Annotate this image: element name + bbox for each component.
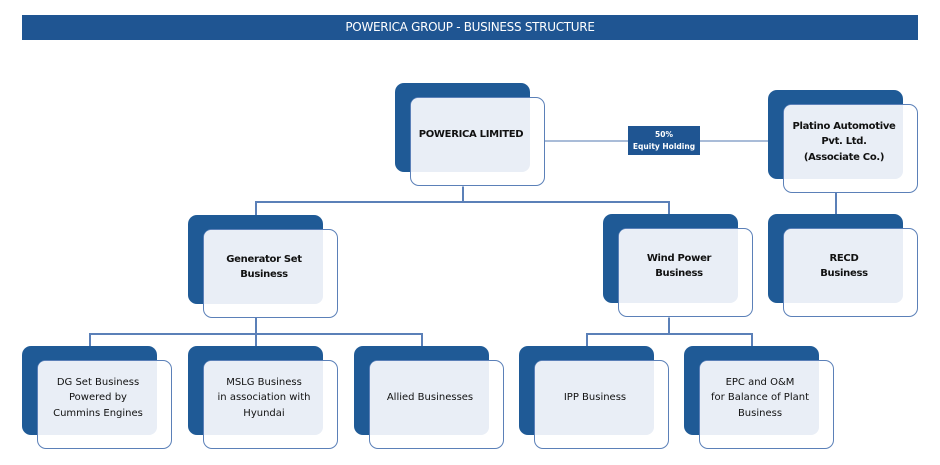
node-epc-om-business: EPC and O&M for Balance of Plant Busines… bbox=[684, 346, 835, 451]
connector-ipp-up bbox=[586, 333, 588, 346]
connector-wind-up bbox=[668, 201, 670, 215]
connector-genset-down bbox=[255, 318, 257, 333]
node-label: Platino Automotive Pvt. Ltd. (Associate … bbox=[792, 120, 896, 163]
node-recd-business: RECD Business bbox=[768, 214, 919, 319]
connector-level1 bbox=[255, 201, 669, 203]
connector-dg-up bbox=[89, 333, 91, 346]
card-overlap bbox=[619, 229, 738, 303]
card-overlap bbox=[784, 229, 903, 303]
equity-holding-label: 50% Equity Holding bbox=[628, 126, 700, 155]
node-mslg-business: MSLG Business in association with Hyunda… bbox=[188, 346, 339, 451]
connector-mslg-up bbox=[255, 333, 257, 346]
node-wind-power-business: Wind Power Business bbox=[603, 214, 754, 319]
node-label: MSLG Business in association with Hyunda… bbox=[217, 376, 311, 419]
card-overlap bbox=[784, 105, 903, 179]
node-allied-businesses: Allied Businesses bbox=[354, 346, 505, 451]
connector-genset-up bbox=[255, 201, 257, 215]
card-overlap bbox=[535, 361, 654, 435]
node-label: Wind Power Business bbox=[646, 252, 712, 280]
connector-wind-children bbox=[586, 333, 752, 335]
node-label: POWERICA LIMITED bbox=[418, 129, 524, 141]
node-dg-set-business: DG Set Business Powered by Cummins Engin… bbox=[22, 346, 173, 451]
node-label: EPC and O&M for Balance of Plant Busines… bbox=[710, 376, 809, 419]
card-overlap bbox=[700, 361, 819, 435]
card-overlap bbox=[204, 361, 323, 435]
card-overlap bbox=[370, 361, 489, 435]
connector-epc-up bbox=[751, 333, 753, 346]
connector-allied-up bbox=[421, 333, 423, 346]
connector-platino-recd bbox=[835, 192, 837, 214]
card-overlap bbox=[411, 98, 530, 172]
node-powerica-limited: POWERICA LIMITED bbox=[395, 83, 546, 188]
node-ipp-business: IPP Business bbox=[519, 346, 670, 451]
connector-powerica-down bbox=[462, 187, 464, 202]
node-platino-automotive: Platino Automotive Pvt. Ltd. (Associate … bbox=[768, 90, 919, 195]
node-label: IPP Business bbox=[563, 392, 627, 404]
node-label: Generator Set Business bbox=[226, 253, 302, 281]
card-overlap bbox=[204, 230, 323, 304]
diagram-title: POWERICA GROUP - BUSINESS STRUCTURE bbox=[22, 15, 918, 40]
node-generator-set-business: Generator Set Business bbox=[188, 215, 339, 320]
node-label: Allied Businesses bbox=[386, 392, 474, 404]
card-overlap bbox=[38, 361, 157, 435]
connector-wind-down bbox=[668, 318, 670, 333]
node-label: DG Set Business Powered by Cummins Engin… bbox=[53, 376, 143, 419]
node-label: RECD Business bbox=[820, 252, 868, 280]
